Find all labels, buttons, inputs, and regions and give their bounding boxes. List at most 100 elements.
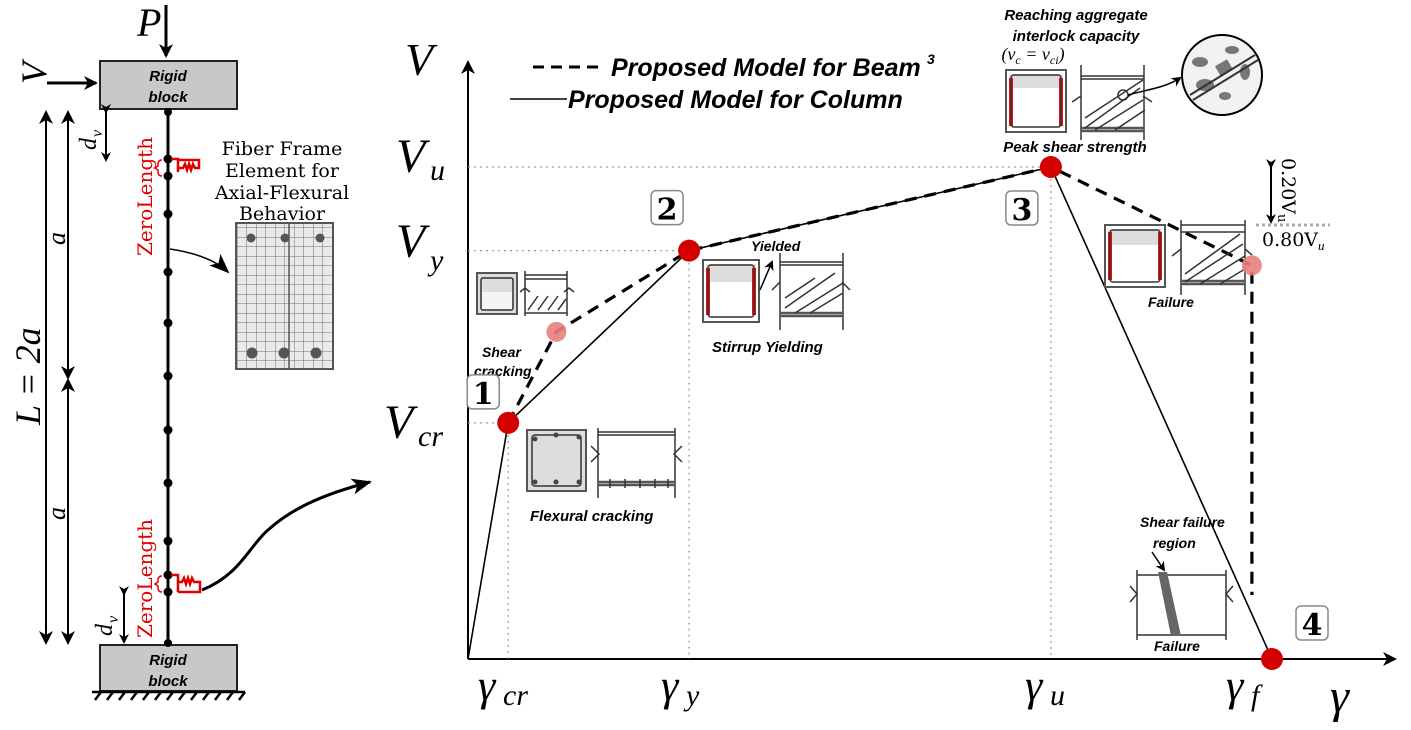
shear-failure-region-label-1: Shear failure [1140, 514, 1225, 530]
svg-text:γ: γ [661, 661, 680, 710]
bottom-zerolength-label: ZeroLength [133, 519, 157, 638]
svg-text:v: v [89, 129, 106, 137]
y-tick-vy: V y [396, 215, 444, 277]
svg-text:4: 4 [1302, 608, 1323, 643]
svg-text:Axial-Flexural: Axial-Flexural [214, 182, 349, 204]
top-rigid-block [99, 60, 238, 110]
key-point-label-3: 3 [1005, 190, 1039, 228]
stirrup-yielding-section-icon [702, 259, 760, 323]
svg-text:3: 3 [1011, 193, 1032, 228]
column-model: P V Rigid block Rigid block [8, 0, 372, 701]
bottom-zerolength-spring-icon [153, 573, 202, 594]
flexural-cracking-label: Flexural cracking [530, 508, 653, 525]
peak-section-icon [1005, 69, 1067, 133]
key-point-2 [678, 239, 701, 262]
drop-20-label: 0.20Vu [1274, 158, 1299, 222]
fiber-section-grid [235, 222, 334, 370]
x-axis-label: γ [1330, 670, 1350, 723]
svg-text:1: 1 [473, 377, 494, 412]
beam-failure-beam-icon [1171, 220, 1253, 295]
svg-text:y: y [427, 244, 444, 277]
y-tick-vu: V u [396, 130, 445, 187]
svg-text:u: u [1050, 679, 1065, 712]
aggregate-label-2: interlock capacity [1013, 28, 1140, 45]
bottom-block-label-2: block [148, 673, 188, 690]
aggregate-interlock-detail-icon [1181, 34, 1263, 116]
svg-text:u: u [430, 154, 445, 187]
peak-beam-icon [1071, 65, 1153, 140]
svg-text:cr: cr [418, 420, 443, 453]
shear-load-label: V [14, 58, 54, 84]
svg-text:2: 2 [657, 193, 678, 228]
a-bottom-label: a [42, 507, 71, 520]
svg-text:V: V [396, 130, 430, 183]
shear-cracking-label-1: Shear [482, 344, 522, 360]
bottom-dv-label: d v [92, 615, 122, 636]
aggregate-label-1: Reaching aggregate [1004, 7, 1147, 24]
legend: Proposed Model for Beam 3 Proposed Model… [510, 51, 935, 114]
beam-model-line [506, 165, 1254, 595]
top-zerolength-label: ZeroLength [133, 137, 157, 256]
y-axis-label: V [405, 34, 438, 85]
column-nodes [163, 108, 173, 647]
failure-column-label: Failure [1154, 638, 1200, 654]
stirrup-yielding-beam-icon [771, 253, 851, 330]
x-tick-gamma-y: γ y [661, 661, 700, 712]
key-points: 1 2 3 4 [466, 156, 1329, 670]
top-block-label-1: Rigid [149, 68, 187, 85]
flexural-cracking-section-icon [526, 429, 587, 492]
beam-point-2 [1241, 255, 1262, 276]
x-tick-gamma-f: γ f [1226, 661, 1263, 712]
svg-text:γ: γ [1226, 661, 1245, 710]
key-point-label-4: 4 [1295, 605, 1329, 643]
svg-text:γ: γ [1025, 661, 1044, 710]
svg-text:y: y [683, 679, 700, 712]
legend-beam-superscript: 3 [927, 51, 935, 67]
svg-text:Fiber Frame: Fiber Frame [222, 138, 343, 160]
key-point-label-1: 1 [466, 374, 500, 412]
top-block-label-2: block [148, 89, 188, 106]
failure-beam-label: Failure [1148, 294, 1194, 310]
svg-text:Element for: Element for [225, 160, 340, 182]
key-point-4 [1261, 648, 1283, 670]
svg-text:d: d [76, 137, 102, 150]
shear-failure-region-label-2: region [1153, 535, 1196, 551]
key-point-3 [1039, 156, 1062, 178]
svg-text:V: V [384, 396, 418, 449]
beam-point-1 [546, 321, 567, 342]
residual-80-label: 0.80Vu [1262, 229, 1325, 253]
svg-text:V: V [396, 215, 430, 268]
shear-failure-pointer-arrow [1151, 551, 1166, 572]
svg-text:γ: γ [478, 661, 497, 710]
x-tick-gamma-cr: γ cr [478, 661, 528, 712]
legend-column-label: Proposed Model for Column [568, 86, 903, 114]
fiber-pointer-arrow [169, 248, 230, 274]
beam-failure-section-icon [1104, 224, 1166, 288]
shear-cracking-section-icon [476, 272, 518, 315]
aggregate-pointer-arrow [1127, 76, 1182, 96]
a-top-label: a [42, 232, 71, 245]
svg-text:d: d [92, 623, 118, 636]
spring-to-chart-arrow [201, 478, 372, 592]
top-dv-label: d v [76, 129, 106, 150]
peak-shear-label: Peak shear strength [1003, 139, 1146, 156]
key-point-label-2: 2 [650, 189, 684, 228]
top-zerolength-spring-icon [153, 157, 201, 177]
guide-lines [468, 166, 1052, 659]
fiber-element-label: Fiber Frame Element for Axial-Flexural B… [214, 138, 349, 225]
svg-text:Behavior: Behavior [239, 203, 326, 225]
chart-area: V γ V u V y V cr γ cr γ y γ u γ [384, 7, 1397, 723]
length-L-label: L = 2a [8, 327, 48, 426]
axial-load-label: P [136, 0, 161, 45]
x-tick-gamma-u: γ u [1025, 661, 1065, 712]
svg-text:cr: cr [503, 679, 528, 712]
bottom-block-label-1: Rigid [149, 652, 187, 669]
key-point-1 [497, 411, 520, 434]
flexural-cracking-beam-icon [590, 428, 683, 498]
yielded-pointer-arrow [759, 260, 774, 291]
shear-cracking-beam-icon [519, 271, 575, 316]
legend-beam-label: Proposed Model for Beam [611, 54, 921, 82]
svg-text:0.20Vu: 0.20Vu [1274, 158, 1299, 222]
stirrup-yielding-label: Stirrup Yielding [712, 339, 823, 356]
